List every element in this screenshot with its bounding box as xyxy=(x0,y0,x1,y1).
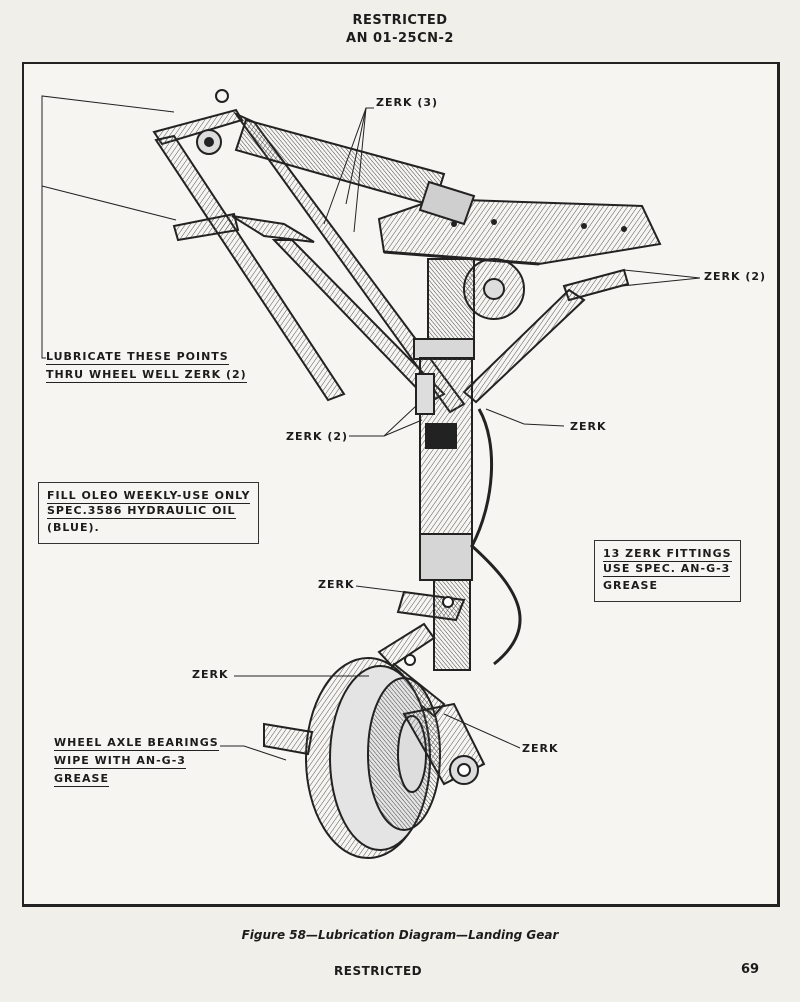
wheel-line-1: WHEEL AXLE BEARINGS xyxy=(54,736,219,751)
lubricate-line-2: THRU WHEEL WELL ZERK (2) xyxy=(46,368,247,383)
side-brace xyxy=(462,268,630,404)
figure-frame: ZERK (3) ZERK (2) LUBRICATE THESE POINTS… xyxy=(22,62,780,907)
label-zerk-upper-strut: ZERK xyxy=(318,578,355,591)
note-zerk-fittings: 13 ZERK FITTINGS USE SPEC. AN-G-3 GREASE xyxy=(594,540,741,602)
zerk-count-line-2: USE SPEC. AN-G-3 xyxy=(603,562,731,577)
label-zerk-3: ZERK (3) xyxy=(376,96,439,109)
footer-restricted: RESTRICTED xyxy=(334,964,423,978)
label-zerk-mid-right: ZERK xyxy=(570,420,607,433)
label-wheel-axle-bearings: WHEEL AXLE BEARINGS WIPE WITH AN-G-3 GRE… xyxy=(54,734,219,788)
actuating-cylinder xyxy=(234,118,476,226)
label-lubricate-points: LUBRICATE THESE POINTS THRU WHEEL WELL Z… xyxy=(46,348,247,384)
figure-caption: Figure 58—Lubrication Diagram—Landing Ge… xyxy=(241,928,559,942)
oleo-line-1: FILL OLEO WEEKLY-USE ONLY xyxy=(47,489,251,504)
label-zerk-lower-right: ZERK xyxy=(522,742,559,755)
document-number: AN 01-25CN-2 xyxy=(346,31,454,46)
zerk-count-line-3: GREASE xyxy=(603,579,658,592)
note-fill-oleo: FILL OLEO WEEKLY-USE ONLY SPEC.3586 HYDR… xyxy=(38,482,260,544)
oleo-line-2: SPEC.3586 HYDRAULIC OIL xyxy=(47,504,236,519)
label-zerk-lower-left: ZERK xyxy=(192,668,229,681)
label-zerk-2-left: ZERK (2) xyxy=(286,430,349,443)
lubricate-line-1: LUBRICATE THESE POINTS xyxy=(46,350,229,365)
brake-line xyxy=(470,408,522,666)
wheel-line-2: WIPE WITH AN-G-3 xyxy=(54,754,186,769)
page-number: 69 xyxy=(741,962,760,977)
oleo-line-3: (BLUE). xyxy=(47,521,100,534)
wheel-line-3: GREASE xyxy=(54,772,109,787)
leader-lines xyxy=(41,95,701,761)
landing-gear-illustration xyxy=(41,89,701,859)
label-zerk-2-right: ZERK (2) xyxy=(704,270,767,283)
zerk-count-line-1: 13 ZERK FITTINGS xyxy=(603,547,732,562)
lower-link xyxy=(172,212,446,404)
swivel-gear xyxy=(413,258,525,360)
header-restricted: RESTRICTED xyxy=(352,13,448,28)
oleo-strut xyxy=(415,357,473,671)
wheel xyxy=(263,657,486,859)
